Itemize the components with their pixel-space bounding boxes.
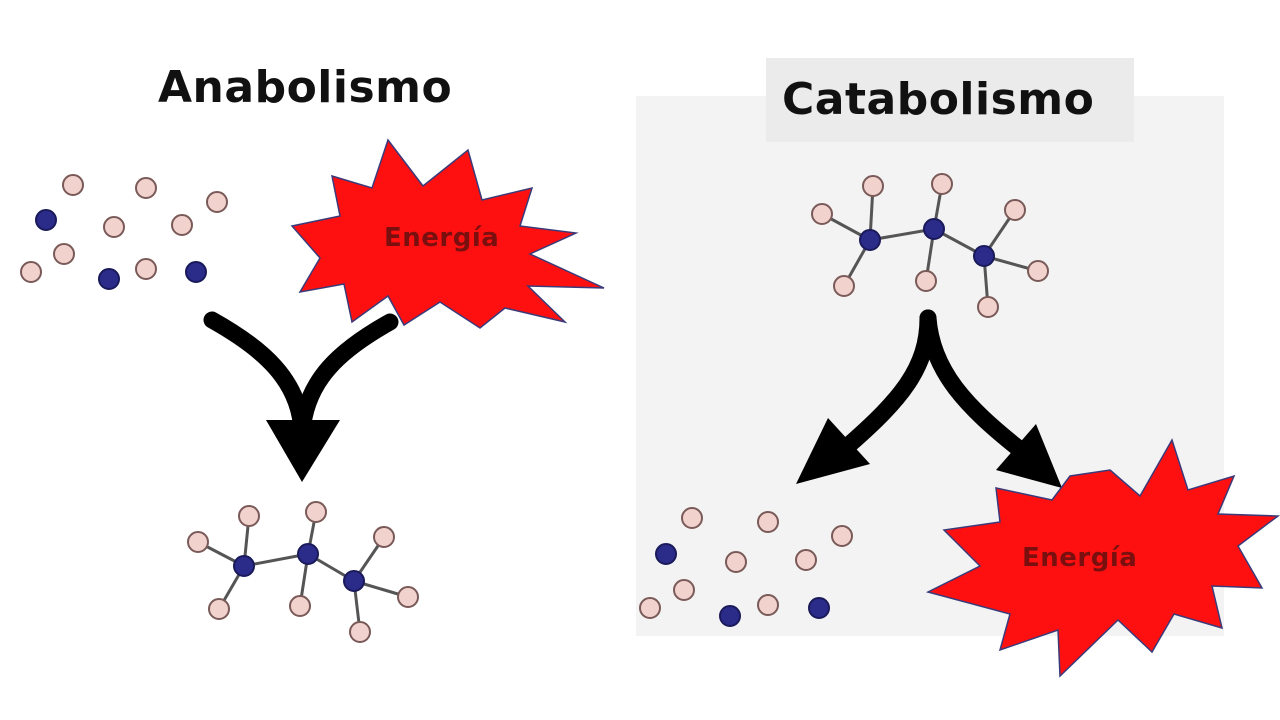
- catabolism-molecule: [811, 173, 1049, 318]
- atom-light: [673, 579, 695, 601]
- atom-dark: [35, 209, 57, 231]
- atom-light: [831, 525, 853, 547]
- anabolism-energy-label: Energía: [384, 223, 499, 253]
- atom-dark: [859, 229, 881, 251]
- atom-light: [397, 586, 419, 608]
- catabolism-title: Catabolismo: [782, 74, 1095, 125]
- atom-light: [977, 296, 999, 318]
- atom-light: [53, 243, 75, 265]
- atom-dark: [297, 543, 319, 565]
- atom-light: [305, 501, 327, 523]
- atom-light: [238, 505, 260, 527]
- atom-light: [639, 597, 661, 619]
- catabolism-energy-label: Energía: [1022, 543, 1137, 573]
- catabolism-energy-burst: Energía: [925, 438, 1280, 678]
- atom-dark: [923, 218, 945, 240]
- atom-light: [349, 621, 371, 643]
- atom-light: [103, 216, 125, 238]
- anabolism-energy-burst: Energía: [290, 138, 605, 329]
- atom-light: [289, 595, 311, 617]
- atom-light: [171, 214, 193, 236]
- atom-light: [862, 175, 884, 197]
- atom-light: [811, 203, 833, 225]
- atom-light: [757, 594, 779, 616]
- anabolism-merge-arrow: [203, 311, 399, 482]
- atom-dark: [719, 605, 741, 627]
- atom-light: [62, 174, 84, 196]
- anabolism-title: Anabolismo: [158, 62, 453, 113]
- arrowhead-left: [796, 418, 870, 484]
- atom-light: [757, 511, 779, 533]
- atom-dark: [973, 245, 995, 267]
- atom-light: [1004, 199, 1026, 221]
- atom-dark: [98, 268, 120, 290]
- atom-light: [795, 549, 817, 571]
- atom-light: [681, 507, 703, 529]
- catabolism-title-box: [766, 58, 1134, 142]
- atom-dark: [233, 555, 255, 577]
- atom-light: [208, 598, 230, 620]
- atom-dark: [808, 597, 830, 619]
- atom-light: [373, 526, 395, 548]
- atom-dark: [655, 543, 677, 565]
- catabolism-split-arrow: [796, 309, 1062, 488]
- arrowhead-right: [996, 424, 1062, 488]
- atom-light: [135, 258, 157, 280]
- atom-dark: [343, 570, 365, 592]
- atom-dark: [185, 261, 207, 283]
- anabolism-scattered-atoms: [20, 174, 228, 290]
- atom-light: [833, 275, 855, 297]
- atom-light: [1027, 260, 1049, 282]
- atom-light: [135, 177, 157, 199]
- atom-light: [931, 173, 953, 195]
- anabolism-molecule: [187, 501, 419, 643]
- atom-light: [915, 270, 937, 292]
- atom-light: [20, 261, 42, 283]
- atom-light: [725, 551, 747, 573]
- catabolism-scattered-atoms: [639, 507, 853, 627]
- atom-light: [187, 531, 209, 553]
- atom-light: [206, 191, 228, 213]
- arrowhead: [266, 420, 340, 482]
